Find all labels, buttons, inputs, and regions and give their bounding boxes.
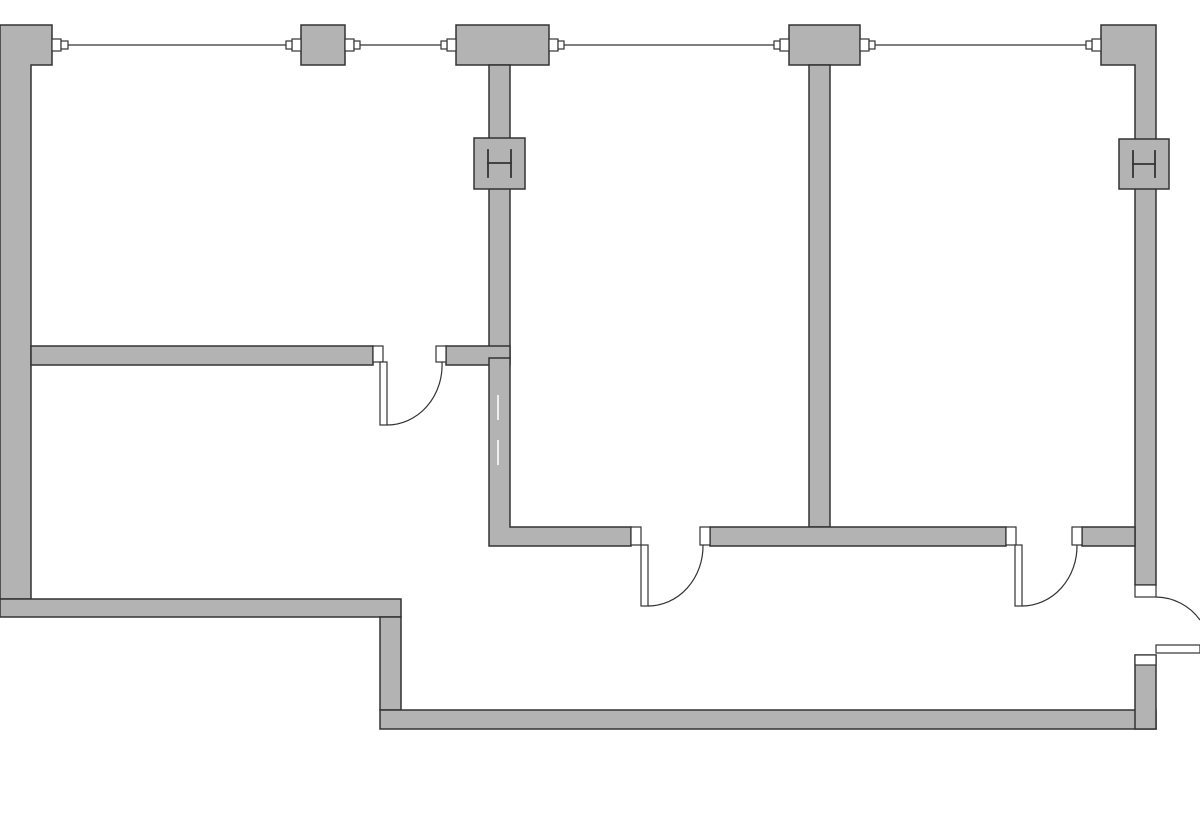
exterior-wall-left: [0, 24, 53, 600]
door-jamb: [699, 526, 711, 546]
window-cap: [773, 40, 781, 50]
door-swing-arc: [1021, 544, 1078, 607]
window-cap: [557, 40, 565, 50]
window-cap: [353, 40, 361, 50]
interior-walls: [30, 64, 1136, 547]
door-right-room: [1005, 526, 1083, 607]
partition-bottom-middle: [709, 526, 1007, 547]
door-swing-arc: [1155, 596, 1200, 621]
door-jamb: [372, 345, 384, 363]
exterior-wall-right-lower: [1134, 654, 1157, 730]
door-leaf: [379, 361, 388, 426]
window-cap: [285, 40, 293, 50]
window-cap: [868, 40, 876, 50]
door-jamb: [630, 526, 642, 546]
riser-1: H: [473, 137, 526, 190]
window-cap: [779, 38, 790, 52]
exterior-walls: [0, 24, 1157, 730]
partition-bottom-right: [1081, 526, 1136, 547]
door-swing-arc: [647, 544, 704, 607]
window-cap: [548, 38, 559, 52]
door-leaf: [1014, 544, 1023, 607]
partition-center-lower: [488, 357, 632, 547]
window-cap: [446, 38, 457, 52]
partition-horizontal-left: [30, 345, 374, 366]
door-jamb: [1071, 526, 1083, 546]
exterior-wall-bottom: [379, 709, 1157, 730]
window-piers: [300, 24, 861, 66]
door-left-rooms: [372, 345, 447, 426]
partition-center-upper: [488, 64, 511, 359]
window-cap: [1091, 38, 1102, 52]
window-cap: [51, 38, 62, 52]
heating-riser-icon: [1132, 150, 1156, 178]
door-swing-arc: [386, 361, 443, 426]
exterior-wall-bottom-left: [0, 598, 402, 618]
window-pier-3: [788, 24, 861, 66]
door-jamb: [1134, 584, 1157, 598]
partition-right-rooms: [808, 64, 831, 528]
heating-riser-icon: [487, 149, 512, 178]
door-jamb: [1134, 654, 1157, 666]
door-jamb: [435, 345, 447, 363]
window-cap: [440, 40, 448, 50]
window-cap: [859, 38, 870, 52]
exterior-wall-step: [379, 616, 402, 711]
window-cap: [60, 40, 69, 50]
window-pier-1: [300, 24, 346, 66]
door-center-room: [630, 526, 711, 607]
entrance-door: [1134, 584, 1200, 666]
window-cap: [291, 38, 302, 52]
window-cap: [344, 38, 355, 52]
door-leaf: [1155, 644, 1200, 654]
riser-2: H: [1118, 138, 1170, 190]
exterior-wall-right: [1100, 24, 1157, 586]
window-cap: [1085, 40, 1093, 50]
door-jamb: [1005, 526, 1017, 546]
door-leaf: [640, 544, 649, 607]
window-pier-2: [455, 24, 550, 66]
windows: [51, 38, 1102, 52]
